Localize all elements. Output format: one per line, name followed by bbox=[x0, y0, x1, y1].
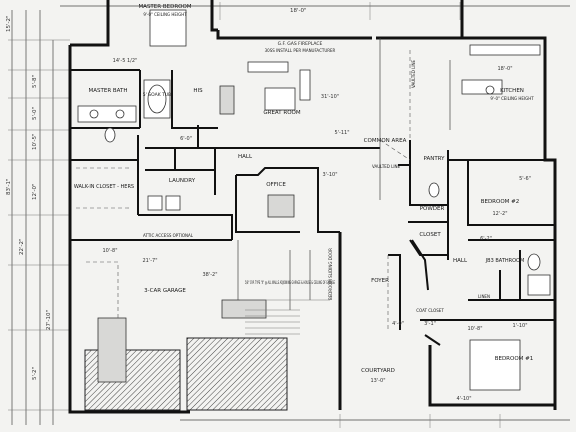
label-kitchen-note: 9'-0" CEILING HEIGHT bbox=[490, 96, 534, 101]
dim-right-5: 5'-6" bbox=[519, 176, 531, 182]
dim-left-1: 15'-2" bbox=[6, 15, 12, 32]
dim-left-2: 5'-8" bbox=[32, 75, 38, 88]
dim-right-3: 10'-8" bbox=[467, 326, 482, 332]
note-vaulted-2: VAULTED LINE bbox=[372, 164, 401, 169]
label-coat-closet: COAT CLOSET bbox=[416, 308, 444, 313]
label-foyer: FOYER bbox=[371, 278, 389, 284]
dim-mid-1: 6'-0" bbox=[180, 136, 192, 142]
dim-left-5: 83'-1" bbox=[6, 178, 12, 195]
left-dimension-lines bbox=[8, 10, 70, 425]
label-great-room: GREAT ROOM bbox=[263, 110, 300, 116]
label-hall-main: HALL bbox=[238, 154, 253, 160]
label-hall-east: HALL bbox=[453, 258, 468, 264]
dim-left-7: 22'-2" bbox=[19, 238, 25, 255]
label-common-area: COMMON AREA bbox=[364, 138, 407, 144]
top-dimension-lines bbox=[60, 2, 570, 20]
label-master-bedroom-note: 9'-0" CEILING HEIGHT bbox=[143, 12, 187, 17]
label-laundry: LAUNDRY bbox=[169, 178, 196, 184]
dim-right-2: 3'-1" bbox=[424, 321, 436, 327]
label-bedroom1: BEDROOM #1 bbox=[495, 356, 534, 362]
dim-right-1: 4'-0" bbox=[392, 321, 404, 327]
dim-left-4: 10'-5" bbox=[32, 133, 38, 150]
dim-left-9: 5'-2" bbox=[32, 367, 38, 380]
dim-kitchen-width: 18'-0" bbox=[497, 66, 512, 72]
dim-right-7: 4'-10" bbox=[456, 396, 471, 402]
label-gas-fireplace-note: 30SS INSTALL PER MANUFACTURER bbox=[265, 48, 336, 53]
label-bedroom2: BEDROOM #2 bbox=[481, 199, 520, 205]
note-vaulted-1: VAULTED LINE bbox=[411, 59, 416, 88]
dim-bed2-width: 12'-2" bbox=[492, 211, 507, 217]
interior-walls bbox=[70, 38, 451, 200]
dim-garage-width-2: 21'-7" bbox=[142, 258, 157, 264]
label-walk-in-closet: WALK-IN CLOSET - HERS bbox=[74, 184, 134, 190]
dim-mbr-top: 18'-0" bbox=[290, 8, 307, 14]
label-closet: CLOSET bbox=[419, 232, 441, 238]
vaulted-lines bbox=[379, 50, 411, 330]
label-kitchen: KITCHEN bbox=[500, 88, 524, 94]
dim-left-3: 5'-0" bbox=[32, 107, 38, 120]
garage bbox=[84, 240, 330, 411]
label-garage: 3-CAR GARAGE bbox=[144, 288, 186, 294]
label-courtyard: COURTYARD bbox=[361, 368, 395, 374]
fixtures bbox=[76, 9, 551, 391]
label-soak-tub: 5' SOAK TUB bbox=[143, 92, 171, 98]
label-his: HIS bbox=[193, 88, 203, 94]
dim-mid-2: 3'-10" bbox=[322, 172, 337, 178]
note-bedroom-sliding-door: BEDROOM SLIDING DOOR bbox=[328, 248, 333, 300]
dim-right-4: 1'-10" bbox=[512, 323, 527, 329]
label-bathroom: JB3 BATHROOM bbox=[485, 258, 525, 264]
bottom-dimension-lines bbox=[180, 414, 570, 428]
label-powder: POWDER bbox=[420, 206, 445, 212]
dim-garage-width: 10'-8" bbox=[102, 248, 117, 254]
label-attic-access: ATTIC ACCESS OPTIONAL bbox=[143, 233, 194, 238]
dim-mid-3: 5'-11" bbox=[334, 130, 349, 136]
dim-left-8: 27'-10" bbox=[46, 310, 52, 330]
dim-right-6: 6'-2" bbox=[480, 236, 492, 242]
label-master-bath: MASTER BATH bbox=[88, 88, 127, 94]
dim-mbr-width: 14'-5 1/2" bbox=[113, 58, 138, 64]
label-office: OFFICE bbox=[266, 182, 286, 188]
dim-left-6: 12'-0" bbox=[32, 183, 38, 200]
dim-courtyard-width: 13'-0" bbox=[370, 378, 385, 384]
note-garage-firewall: 5/8" GYP. TYPE "X" @ ALL WALLS ADJOINING… bbox=[245, 280, 335, 285]
label-master-bedroom: MASTER BEDROOM bbox=[138, 4, 191, 10]
dim-great-width: 31'-10" bbox=[321, 94, 339, 100]
label-linen: LINEN bbox=[478, 294, 490, 299]
dim-garage-depth: 38'-2" bbox=[202, 272, 217, 278]
label-pantry: PANTRY bbox=[423, 156, 445, 162]
label-gas-fireplace: G.F. GAS FIREPLACE bbox=[278, 41, 323, 47]
